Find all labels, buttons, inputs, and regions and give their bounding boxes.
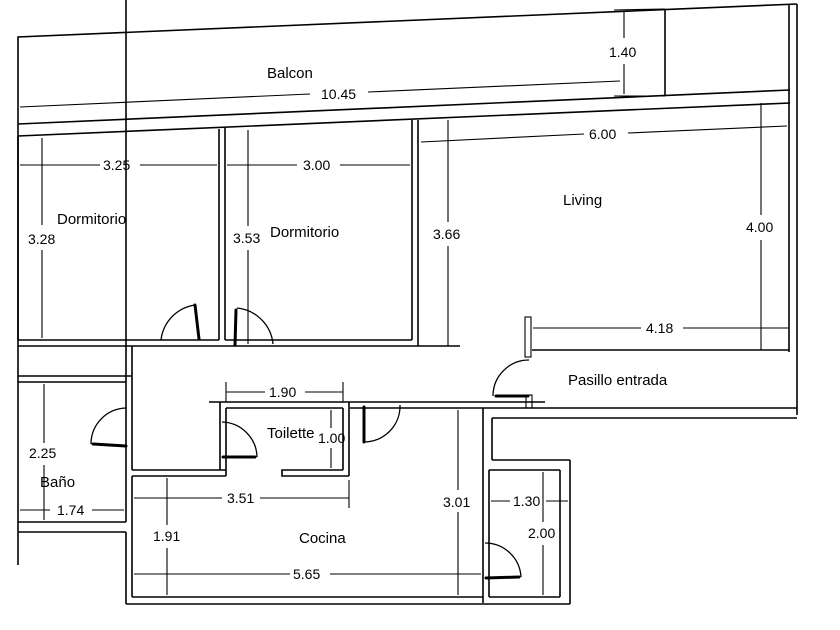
doors (90, 303, 530, 580)
door-dorm2[interactable] (233, 307, 274, 347)
dim-lavadero-depth: 2.00 (528, 525, 555, 541)
dim-dorm2-width: 3.00 (303, 157, 330, 173)
room-labels: Balcon Dormitorio Dormitorio Living Pasi… (40, 65, 668, 547)
bano-walls (18, 0, 133, 533)
dim-cocina-depth-right: 3.01 (443, 494, 470, 510)
dim-dorm1-width: 3.25 (103, 157, 130, 173)
door-dorm1[interactable] (160, 303, 201, 341)
dim-dorm1-depth: 3.28 (28, 231, 55, 247)
room-label-cocina: Cocina (299, 530, 346, 547)
room-label-toilette: Toilette (267, 425, 315, 442)
dim-balcon-width: 10.45 (321, 86, 356, 102)
bedroom-walls (17, 104, 419, 565)
dim-balcon-depth: 1.40 (609, 44, 636, 60)
room-label-balcon: Balcon (267, 65, 313, 82)
dim-cocina-upper-width: 3.51 (227, 490, 254, 506)
balcony (17, 3, 798, 415)
door-toilette[interactable] (221, 421, 258, 459)
dimension-labels: 10.45 1.40 3.25 3.28 3.00 3.53 6.00 3.66… (28, 44, 773, 582)
door-cocina[interactable] (362, 404, 401, 444)
room-label-dormitorio-1: Dormitorio (57, 211, 126, 228)
dim-cocina-depth-left: 1.91 (153, 528, 180, 544)
room-label-bano: Baño (40, 474, 75, 491)
dim-cocina-width: 5.65 (293, 566, 320, 582)
dim-bano-width: 1.74 (57, 502, 84, 518)
room-label-pasillo: Pasillo entrada (568, 372, 668, 389)
room-label-dormitorio-2: Dormitorio (270, 224, 339, 241)
dim-lavadero-width: 1.30 (513, 493, 540, 509)
room-label-living: Living (563, 192, 602, 209)
dim-toilette-width: 1.90 (269, 384, 296, 400)
door-entrance[interactable] (492, 359, 530, 398)
dim-dorm2-depth: 3.53 (233, 230, 260, 246)
dim-toilette-depth: 1.00 (318, 430, 345, 446)
corridor-walls (209, 394, 797, 604)
dimension-lines (19, 8, 788, 595)
dim-living-depth-left: 3.66 (433, 226, 460, 242)
toilette-walls (132, 402, 350, 477)
cocina-walls (125, 469, 570, 605)
dim-living-depth-right: 4.00 (746, 219, 773, 235)
dim-living-width: 6.00 (589, 126, 616, 142)
door-bano[interactable] (90, 407, 128, 448)
dim-living-lower-width: 4.18 (646, 320, 673, 336)
door-lavadero[interactable] (484, 542, 522, 580)
dim-bano-depth: 2.25 (29, 445, 56, 461)
